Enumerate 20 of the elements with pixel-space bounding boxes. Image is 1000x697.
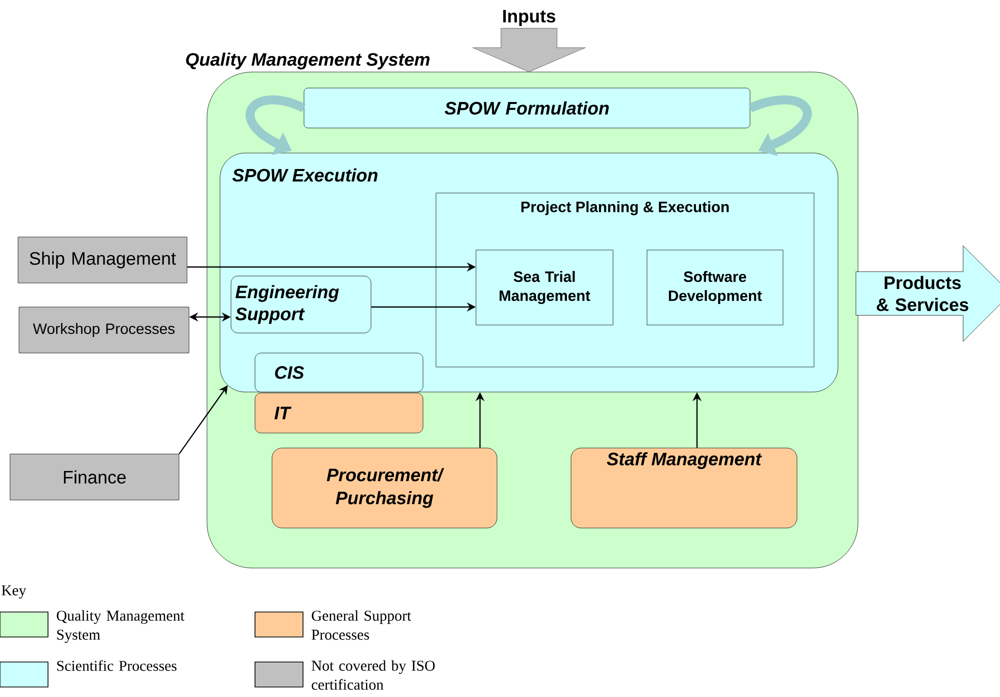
arrow <box>748 95 812 156</box>
process-box: Engineering Support <box>230 276 372 334</box>
process-box: Software Development <box>646 250 784 326</box>
block-arrow <box>472 28 586 72</box>
legend-label: General Support Processes <box>312 610 412 640</box>
process-box: Staff Management <box>570 448 798 528</box>
process-box: Procurement/ Purchasing <box>272 448 498 528</box>
legend-label: Scientific Processes <box>57 660 176 671</box>
process-box: Sea Trial Management <box>476 250 614 326</box>
process-box: SPOW Formulation <box>304 88 750 128</box>
external-box: Ship Management <box>18 236 188 284</box>
node-label: Quality Management System <box>186 52 430 70</box>
process-box: IT <box>254 392 424 434</box>
key-heading: Key <box>2 585 26 599</box>
input-label: Inputs <box>503 10 556 26</box>
legend-label: Quality Management System <box>56 610 184 643</box>
external-box: Workshop Processes <box>18 306 190 354</box>
external-box: Finance <box>10 454 180 500</box>
process-box: CIS <box>254 352 424 392</box>
legend-label: Not covered by ISO certification <box>312 660 435 690</box>
